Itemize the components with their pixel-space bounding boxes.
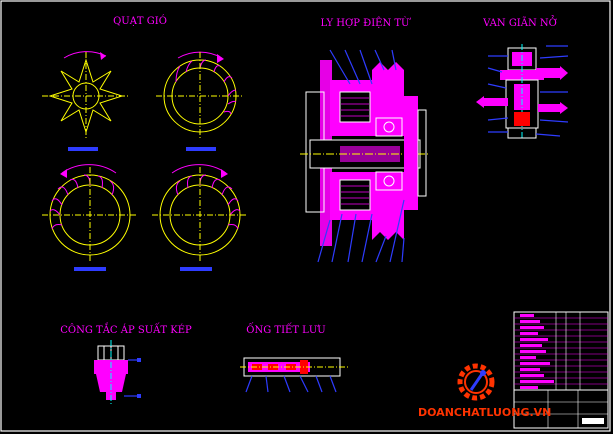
gear-wrench-icon bbox=[457, 363, 495, 401]
throttle-tube-drawing bbox=[240, 357, 350, 393]
pressure-switch-title: CÔNG TẮC ÁP SUẤT KÉP bbox=[60, 323, 192, 336]
fan-3-label bbox=[74, 267, 106, 271]
fan-2-label bbox=[186, 147, 216, 151]
clutch-section-drawing bbox=[300, 49, 430, 263]
expansion-valve-drawing bbox=[476, 44, 569, 140]
valve-title: VAN GIÃN NỞ bbox=[482, 16, 557, 29]
fan-view-1 bbox=[42, 51, 130, 140]
fan-4-label bbox=[180, 267, 212, 271]
fan-view-3 bbox=[42, 164, 138, 263]
throttle-tube-title: ỐNG TIẾT LƯU bbox=[246, 323, 325, 336]
fan-view-4 bbox=[152, 164, 248, 263]
fan-title: QUẠT GIÓ bbox=[113, 15, 167, 27]
watermark-text: DOANCHATLUONG.VN bbox=[418, 406, 551, 419]
pressure-switch-drawing bbox=[94, 340, 141, 404]
clutch-title: LY HỢP ĐIỆN TỪ bbox=[321, 17, 412, 29]
fan-view-2 bbox=[156, 51, 244, 140]
title-block bbox=[513, 311, 609, 429]
fan-1-label bbox=[68, 147, 98, 151]
